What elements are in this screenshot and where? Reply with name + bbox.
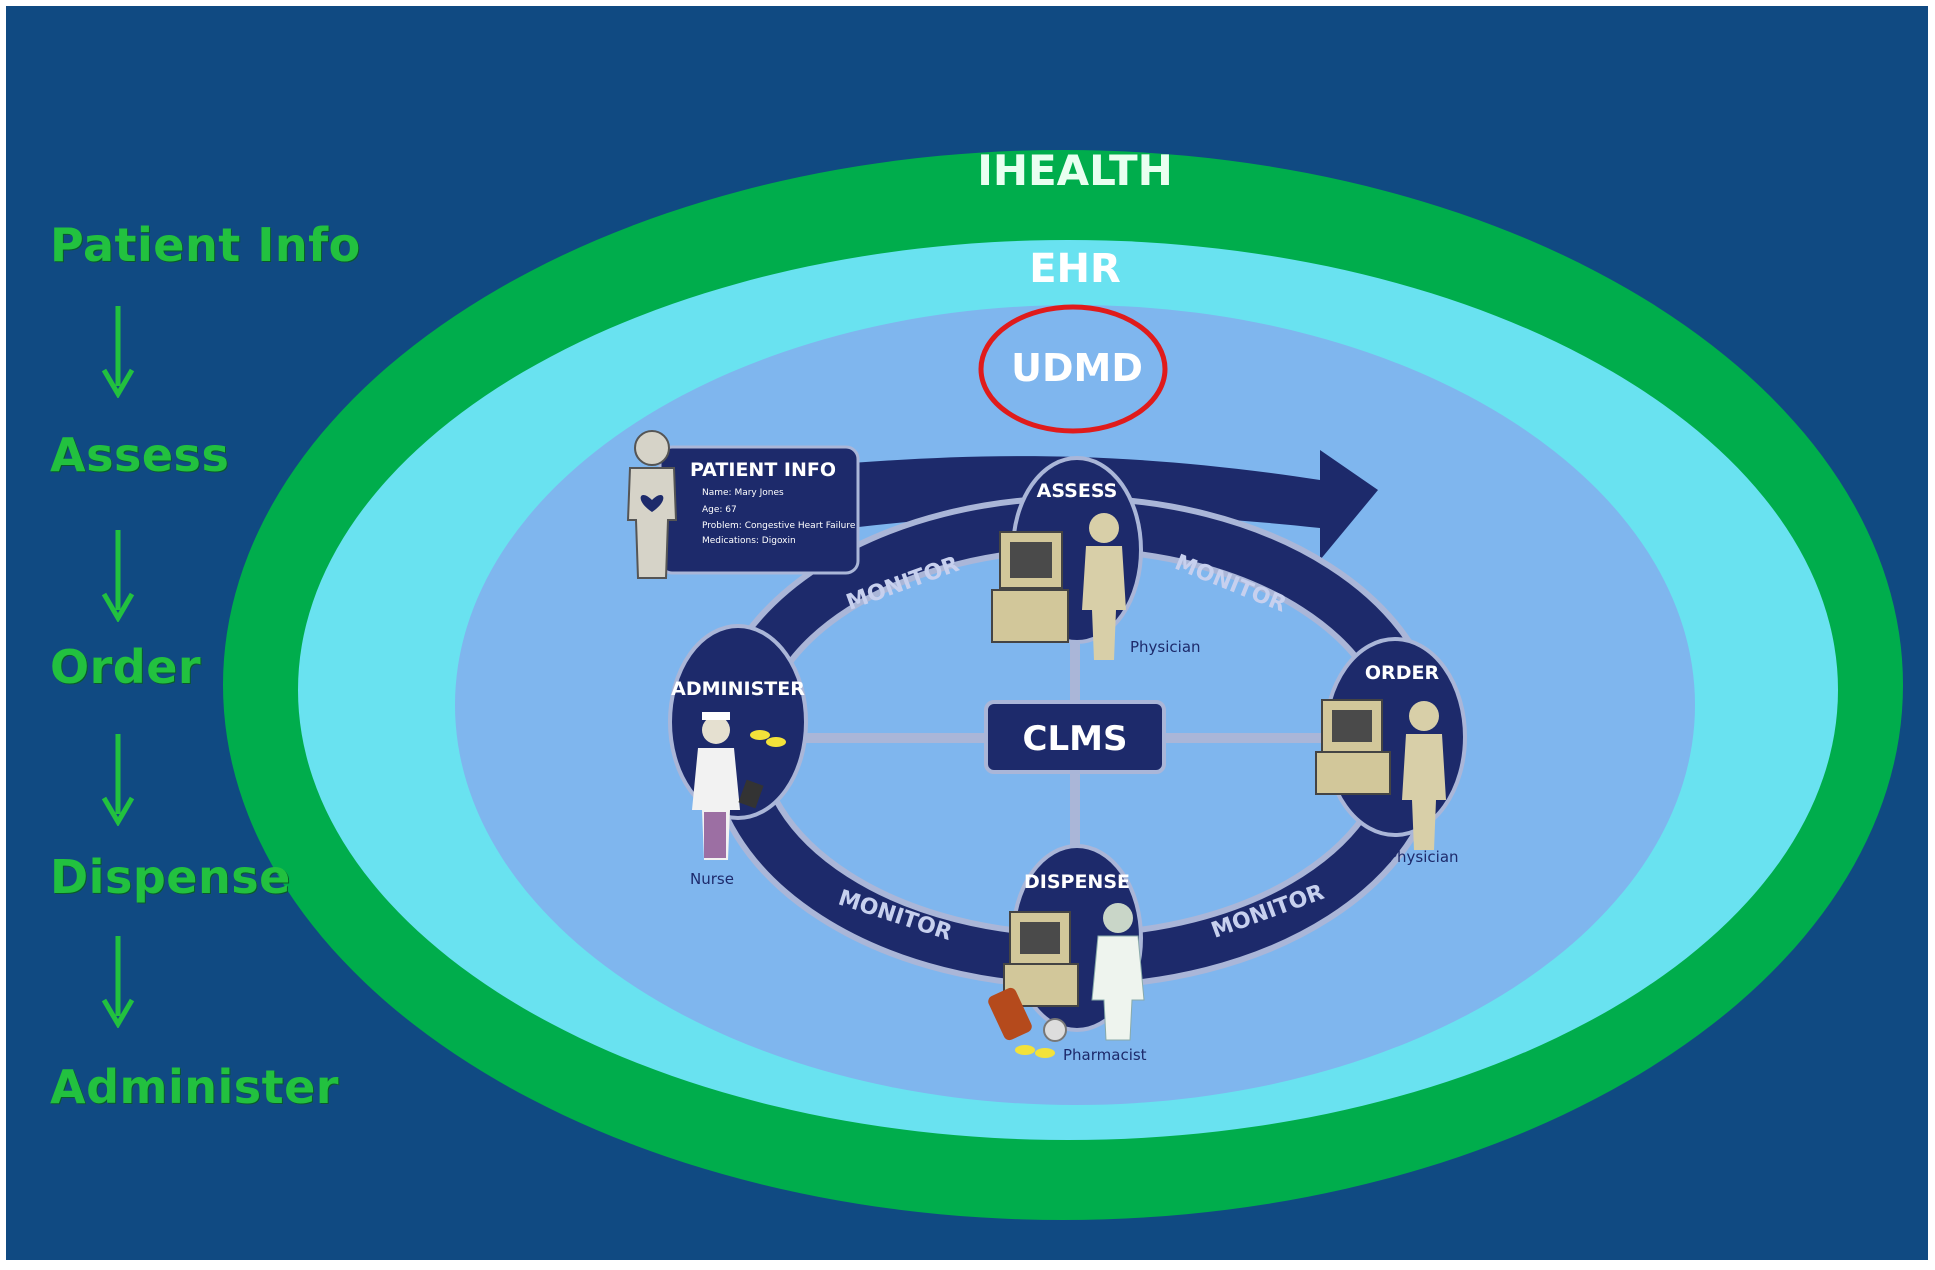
stage-label-order: ORDER (1365, 662, 1440, 684)
stage-node-order: ORDER Physician (1315, 637, 1467, 866)
flow-step-assess: Assess (50, 428, 230, 482)
role-label-administer: Nurse (690, 870, 734, 888)
physician-body-icon (1082, 546, 1126, 660)
down-arrow-icon (101, 530, 135, 622)
monitor-screen-icon (1332, 710, 1372, 742)
ehr-label: EHR (1029, 246, 1121, 292)
pill-bottle-icon (988, 987, 1032, 1041)
role-label-dispense: Pharmacist (1063, 1046, 1147, 1064)
flow-step-administer: Administer (50, 1060, 339, 1114)
monitor-screen-icon (1020, 922, 1060, 954)
pill-icon (750, 730, 770, 740)
stage-label-assess: ASSESS (1037, 480, 1118, 502)
udmd-label: UDMD (1011, 346, 1143, 390)
role-label-assess: Physician (1130, 638, 1201, 656)
scanner-icon (738, 779, 764, 809)
flow-step-patient-info: Patient Info (50, 218, 361, 272)
patient-card-line: Name: Mary Jones (702, 488, 784, 498)
stage-node-assess: ASSESS Physician (991, 456, 1201, 660)
ihealth-label: IHEALTH (977, 146, 1173, 195)
clms-label: CLMS (1023, 719, 1128, 759)
patient-card-title: PATIENT INFO (690, 459, 836, 481)
patient-info-card: PATIENT INFO Name: Mary Jones Age: 67 Pr… (626, 430, 860, 579)
nurse-legs-icon (704, 812, 726, 858)
pill-icon (1015, 1045, 1035, 1055)
patient-body-icon (626, 467, 678, 579)
nurse-head-icon (702, 716, 730, 744)
role-label-order: Physician (1388, 848, 1459, 866)
physician-head-icon (1409, 701, 1439, 731)
keyboard-icon (991, 589, 1069, 643)
patient-head-icon (634, 430, 670, 466)
pharmacist-body-icon (1091, 935, 1145, 1041)
down-arrow-icon (101, 306, 135, 398)
pharmacist-head-icon (1103, 903, 1133, 933)
stage-label-administer: ADMINISTER (671, 678, 805, 700)
bottle-cap-icon (1043, 1018, 1067, 1042)
patient-card-line: Medications: Digoxin (702, 536, 796, 546)
down-arrow-icon (101, 936, 135, 1028)
heart-icon (640, 495, 664, 512)
clms-hub: CLMS (984, 700, 1166, 774)
patient-card-line: Age: 67 (702, 505, 737, 515)
nurse-cap-icon (702, 712, 730, 720)
keyboard-icon (1315, 751, 1391, 795)
down-arrow-icon (101, 734, 135, 826)
stage-node-administer: ADMINISTER Nurse (668, 624, 808, 888)
flow-step-dispense: Dispense (50, 850, 291, 904)
physician-body-icon (1402, 734, 1446, 850)
monitor-screen-icon (1010, 542, 1052, 578)
stage-label-dispense: DISPENSE (1024, 871, 1130, 893)
udmd-highlight-circle (978, 304, 1168, 434)
stage-node-dispense: DISPENSE Pharmacist (988, 844, 1147, 1064)
patient-card-line: Problem: Congestive Heart Failure (702, 521, 856, 531)
pill-icon (766, 737, 786, 747)
pill-icon (1035, 1048, 1055, 1058)
flow-step-order: Order (50, 640, 202, 694)
physician-head-icon (1089, 513, 1119, 543)
